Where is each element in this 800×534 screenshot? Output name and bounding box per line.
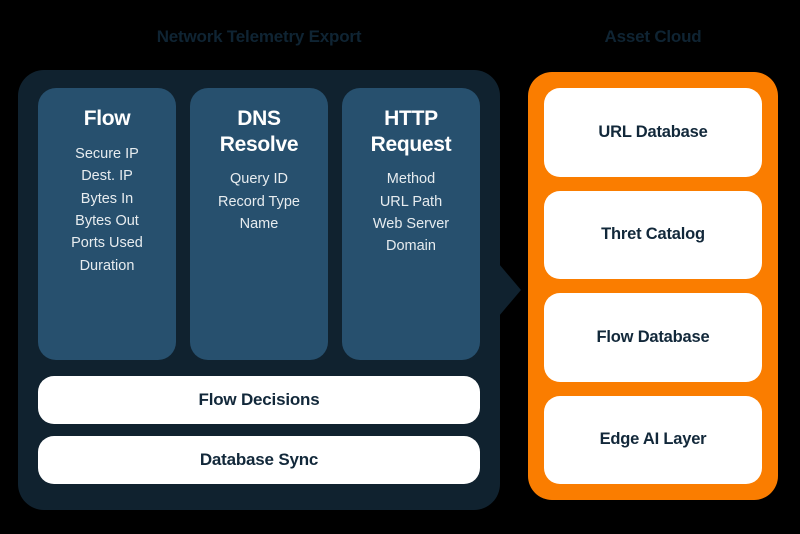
field-item: Name bbox=[239, 216, 279, 233]
field-item: Record Type bbox=[218, 193, 300, 210]
telemetry-card-flow[interactable]: Flow Secure IP Dest. IP Bytes In Bytes O… bbox=[38, 88, 176, 360]
cloud-card-thret-catalog[interactable]: Thret Catalog bbox=[544, 190, 762, 279]
field-item: Ports Used bbox=[71, 235, 143, 252]
field-item: Bytes In bbox=[80, 190, 134, 207]
telemetry-card-http-request[interactable]: HTTP Request Method URL Path Web Server … bbox=[342, 88, 480, 360]
card-field-list: Method URL Path Web Server Domain bbox=[373, 169, 449, 257]
field-item: Method bbox=[386, 171, 436, 188]
card-heading: DNS Resolve bbox=[219, 107, 299, 156]
telemetry-card-dns-resolve[interactable]: DNS Resolve Query ID Record Type Name bbox=[190, 88, 328, 360]
card-field-list: Query ID Record Type Name bbox=[218, 169, 300, 235]
field-item: Secure IP bbox=[75, 145, 139, 162]
field-item: URL Path bbox=[379, 193, 443, 210]
right-panel-title: Asset Cloud bbox=[604, 27, 702, 46]
field-item: Web Server Domain bbox=[372, 216, 450, 254]
flow-decisions-bar[interactable]: Flow Decisions bbox=[38, 376, 480, 424]
cloud-card-flow-database[interactable]: Flow Database bbox=[544, 293, 762, 382]
telemetry-columns: Flow Secure IP Dest. IP Bytes In Bytes O… bbox=[38, 88, 480, 360]
field-item: Query ID bbox=[229, 171, 288, 188]
cloud-card-url-database[interactable]: URL Database bbox=[544, 88, 762, 177]
network-telemetry-export-panel: Flow Secure IP Dest. IP Bytes In Bytes O… bbox=[18, 70, 500, 510]
field-item: Dest. IP bbox=[81, 168, 133, 185]
database-sync-bar[interactable]: Database Sync bbox=[38, 436, 480, 484]
card-heading: HTTP Request bbox=[370, 107, 452, 156]
right-arrow-icon bbox=[499, 264, 521, 316]
card-heading: Flow bbox=[83, 107, 131, 130]
card-field-list: Secure IP Dest. IP Bytes In Bytes Out Po… bbox=[71, 144, 143, 278]
left-panel-title: Network Telemetry Export bbox=[156, 27, 362, 46]
cloud-card-edge-ai-layer[interactable]: Edge AI Layer bbox=[544, 395, 762, 484]
field-item: Duration bbox=[79, 257, 135, 274]
asset-cloud-panel: URL Database Thret Catalog Flow Database… bbox=[528, 72, 778, 500]
field-item: Bytes Out bbox=[75, 212, 139, 229]
